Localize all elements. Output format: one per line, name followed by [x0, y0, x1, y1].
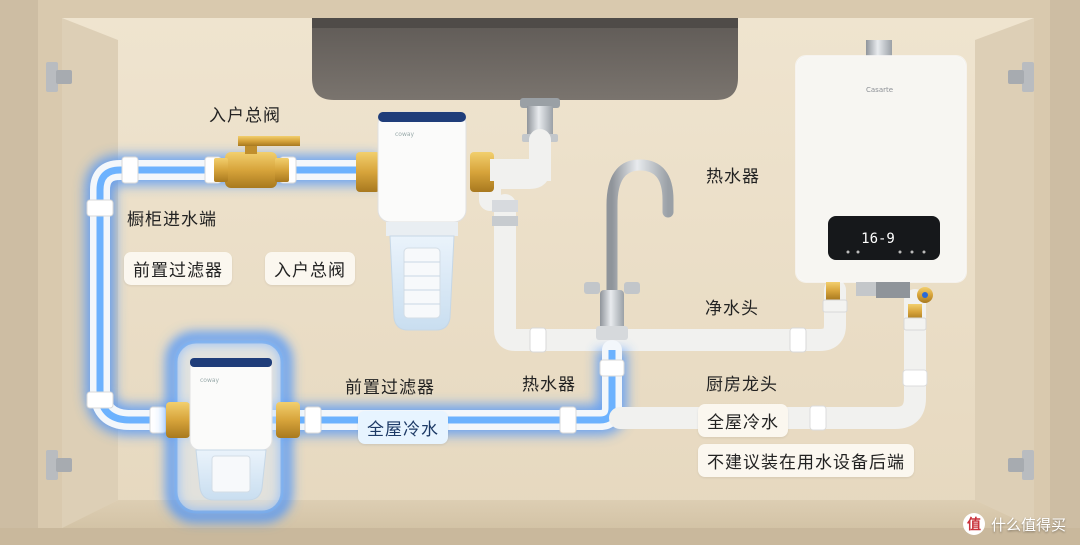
water-heater-icon: Casarte 16-9 [795, 40, 967, 331]
lower-pre-filter: coway [166, 333, 300, 521]
inlet-valve-icon [214, 136, 300, 188]
label-not-recommended: 不建议装在用水设备后端 [698, 444, 914, 477]
label-whole-house-cold: 全屋冷水 [358, 411, 448, 444]
watermark-logo-icon: 值 [962, 513, 985, 535]
label-kitchen-faucet: 厨房龙头 [706, 375, 778, 395]
hot-water-pipe [494, 194, 611, 351]
svg-text:coway: coway [395, 131, 415, 138]
label-pre-filter-lower: 前置过滤器 [345, 378, 435, 398]
watermark: 值 什么值得买 [962, 513, 1066, 535]
upper-pre-filter: coway [356, 111, 551, 331]
label-inlet-valve: 入户总阀 [209, 106, 281, 126]
hinge-icon [46, 62, 1034, 480]
svg-text:coway: coway [200, 377, 220, 384]
kitchen-faucet-icon [584, 159, 674, 340]
watermark-text: 什么值得买 [990, 515, 1066, 534]
label-cabinet-inlet: 橱柜进水端 [127, 210, 217, 230]
heater-display-readout: 16-9 [861, 231, 895, 247]
label-inlet-valve-secondary: 入户总阀 [265, 252, 355, 285]
label-whole-house-cold-right: 全屋冷水 [698, 404, 788, 437]
label-pre-filter: 前置过滤器 [124, 252, 232, 285]
label-water-heater-top: 热水器 [706, 167, 760, 187]
label-water-heater: 热水器 [522, 375, 576, 395]
label-purifier-tap: 净水头 [705, 299, 759, 319]
svg-text:Casarte: Casarte [866, 86, 893, 94]
